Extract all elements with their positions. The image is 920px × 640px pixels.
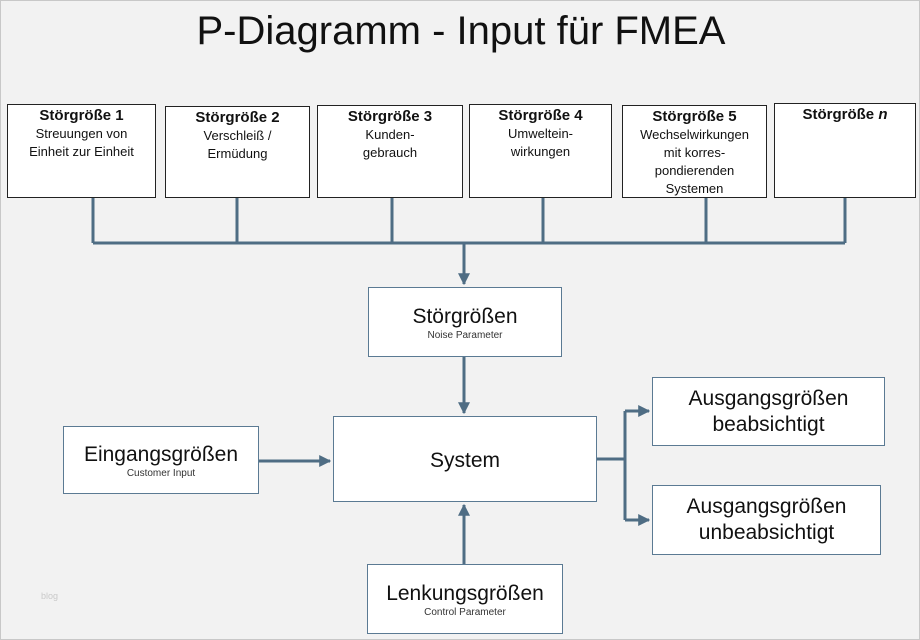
output-intended-box: Ausgangsgrößen beabsichtigt (652, 377, 885, 446)
input-sublabel: Customer Input (126, 468, 196, 479)
noise-factor-1-desc: Streuungen von Einheit zur Einheit (29, 126, 134, 159)
watermark-text: blog (41, 591, 59, 601)
noise-factor-4-box: Störgröße 4 Umweltein- wirkungen (469, 104, 612, 198)
output-unintended-label: Ausgangsgrößen unbeabsichtigt (686, 495, 847, 544)
noise-factor-n-title: Störgröße n (775, 106, 915, 124)
system-label: System (429, 449, 500, 472)
noise-factor-3-desc: Kunden- gebrauch (362, 127, 418, 160)
noise-parameter-sublabel: Noise Parameter (427, 330, 503, 341)
noise-factor-2-box: Störgröße 2 Verschleiß / Ermüdung (165, 106, 310, 198)
noise-factor-3-title: Störgröße 3 (347, 108, 433, 125)
noise-factor-n-title-prefix: Störgröße (802, 106, 879, 123)
noise-factor-4-desc: Umweltein- wirkungen (507, 126, 573, 159)
noise-factor-3-box: Störgröße 3 Kunden- gebrauch (317, 105, 463, 198)
noise-factor-1-title: Störgröße 1 (39, 107, 124, 124)
noise-factor-2-desc: Verschleiß / Ermüdung (203, 128, 272, 161)
noise-parameter-label: Störgrößen (412, 305, 518, 328)
noise-factor-4-title: Störgröße 4 (498, 107, 583, 124)
noise-factor-2-title: Störgröße 2 (195, 109, 280, 126)
control-box: Lenkungsgrößen Control Parameter (367, 564, 563, 634)
page-title: P-Diagramm - Input für FMEA (196, 9, 726, 53)
noise-factor-1-box: Störgröße 1 Streuungen von Einheit zur E… (7, 104, 156, 198)
system-box: System (333, 416, 597, 502)
input-label: Eingangsgrößen (83, 443, 239, 466)
input-box: Eingangsgrößen Customer Input (63, 426, 259, 494)
noise-factor-n-title-variable: n (878, 106, 888, 123)
noise-factor-5-title: Störgröße 5 (652, 108, 737, 125)
noise-factor-5-desc: Wechselwirkungen mit korres- pondierende… (640, 127, 749, 196)
control-label: Lenkungsgrößen (386, 582, 544, 605)
noise-parameter-box: Störgrößen Noise Parameter (368, 287, 562, 357)
control-sublabel: Control Parameter (424, 607, 506, 618)
noise-factor-5-box: Störgröße 5 Wechselwirkungen mit korres-… (622, 105, 767, 198)
output-unintended-box: Ausgangsgrößen unbeabsichtigt (652, 485, 881, 555)
output-intended-label: Ausgangsgrößen beabsichtigt (688, 387, 849, 436)
noise-factor-n-box: Störgröße n (774, 103, 916, 198)
